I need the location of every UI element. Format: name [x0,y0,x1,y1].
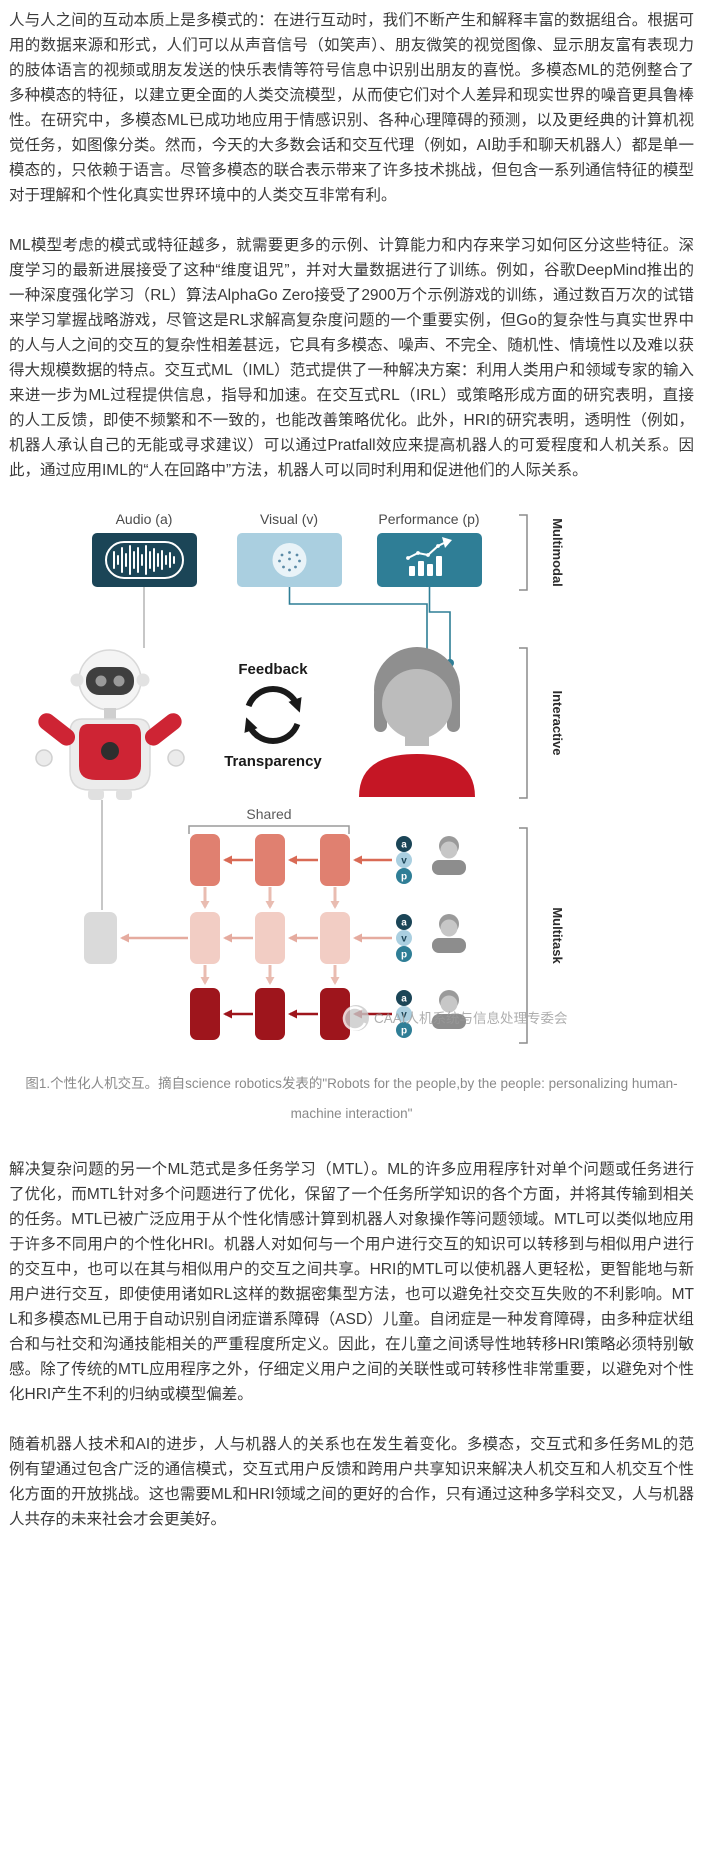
task-box [189,834,220,886]
task-box [254,912,285,964]
face-icon [272,543,306,577]
cycle-arrows-icon [243,686,302,744]
user-icon [431,914,466,953]
figure-caption: 图1.个性化人机交互。摘自science robotics发表的"Robots … [25,1076,678,1121]
shared-label: Shared [246,806,291,822]
figure-1: Audio (a) Visual (v) Performance (p) [9,508,694,1129]
bracket-multimodal [518,514,528,591]
robot-icon [34,649,185,800]
audio-box [91,533,197,587]
audio-label: Audio (a) [115,511,172,527]
avp-user-group-3: a v p [395,990,466,1038]
paragraph-3: 解决复杂问题的另一个ML范式是多任务学习（MTL）。ML的许多应用程序针对单个问… [9,1161,694,1403]
bracket-interactive [518,647,528,799]
task-box [319,988,350,1040]
task-box [189,912,220,964]
chart-icon [405,537,452,576]
transparency-label: Transparency [224,753,322,770]
avp-v-label: v [401,934,407,945]
feedback-label: Feedback [238,661,308,678]
avp-v-label: v [401,1010,407,1021]
user-icon [431,990,466,1029]
paragraph-4: 随着机器人技术和AI的进步，人与机器人的关系也在发生着变化。多模态，交互式和多任… [9,1436,694,1528]
shared-bracket [187,825,350,834]
side-label-interactive: Interactive [550,690,565,755]
visual-label: Visual (v) [259,511,317,527]
task-box [319,834,350,886]
shared-model-box [83,912,117,964]
avp-v-label: v [401,856,407,867]
avp-user-group-1: a v p [395,836,466,884]
paragraph-1: 人与人之间的互动本质上是多模式的：在进行互动时，我们不断产生和解释丰富的数据组合… [9,12,694,204]
watermark: CAAI人机系统与信息处理专委会 [342,1005,568,1031]
avp-a-label: a [401,840,407,851]
task-grid [83,834,392,1040]
side-label-multitask: Multitask [550,907,565,964]
connector-performance-person [428,587,451,660]
task-box [319,912,350,964]
visual-box [236,533,342,587]
avp-p-label: p [400,950,406,961]
avp-user-group-2: a v p [395,914,466,962]
paragraph-2: ML模型考虑的模式或特征越多，就需要更多的示例、计算能力和内存来学习如何区分这些… [9,237,694,479]
task-box [254,834,285,886]
watermark-logo-icon [342,1005,369,1031]
watermark-text: CAAI人机系统与信息处理专委会 [374,1010,568,1026]
avp-p-label: p [400,1026,406,1037]
avp-p-label: p [400,872,406,883]
connector-visual-person [288,587,428,650]
task-box [254,988,285,1040]
figure-svg: Audio (a) Visual (v) Performance (p) [34,511,568,1044]
audio-waveform-icon [104,541,184,579]
avp-a-label: a [401,918,407,929]
article-page: 人与人之间的互动本质上是多模式的：在进行互动时，我们不断产生和解释丰富的数据组合… [9,12,694,1528]
person-icon [358,647,475,797]
performance-box [376,533,482,587]
user-icon [431,836,466,875]
avp-a-label: a [401,994,407,1005]
bracket-multitask [518,827,528,1044]
task-box [189,988,220,1040]
performance-label: Performance (p) [378,511,479,527]
side-label-multimodal: Multimodal [550,518,565,587]
